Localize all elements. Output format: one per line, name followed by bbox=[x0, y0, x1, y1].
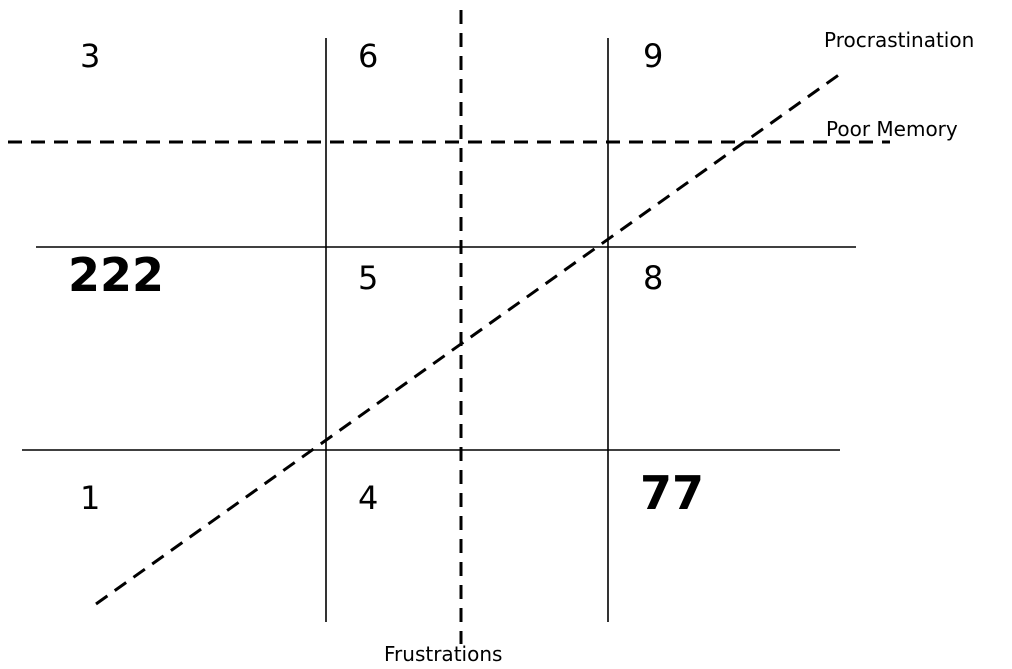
frustrations-label: Frustrations bbox=[384, 642, 503, 666]
cell-top-right-number: 9 bbox=[643, 37, 664, 75]
cell-top-middle-number: 6 bbox=[358, 37, 379, 75]
poor-memory-label: Poor Memory bbox=[826, 117, 958, 141]
dashed-line-procrastination bbox=[95, 72, 841, 606]
cell-bottom-left-number: 1 bbox=[80, 479, 101, 517]
procrastination-label: Procrastination bbox=[824, 28, 975, 52]
cell-middle-middle-number: 5 bbox=[358, 259, 379, 297]
cell-top-left-number: 3 bbox=[80, 37, 101, 75]
cell-middle-left-number: 222 bbox=[68, 248, 165, 302]
cell-bottom-middle-number: 4 bbox=[358, 479, 379, 517]
cell-bottom-right-number: 77 bbox=[640, 466, 705, 520]
cell-middle-right-number: 8 bbox=[643, 259, 664, 297]
